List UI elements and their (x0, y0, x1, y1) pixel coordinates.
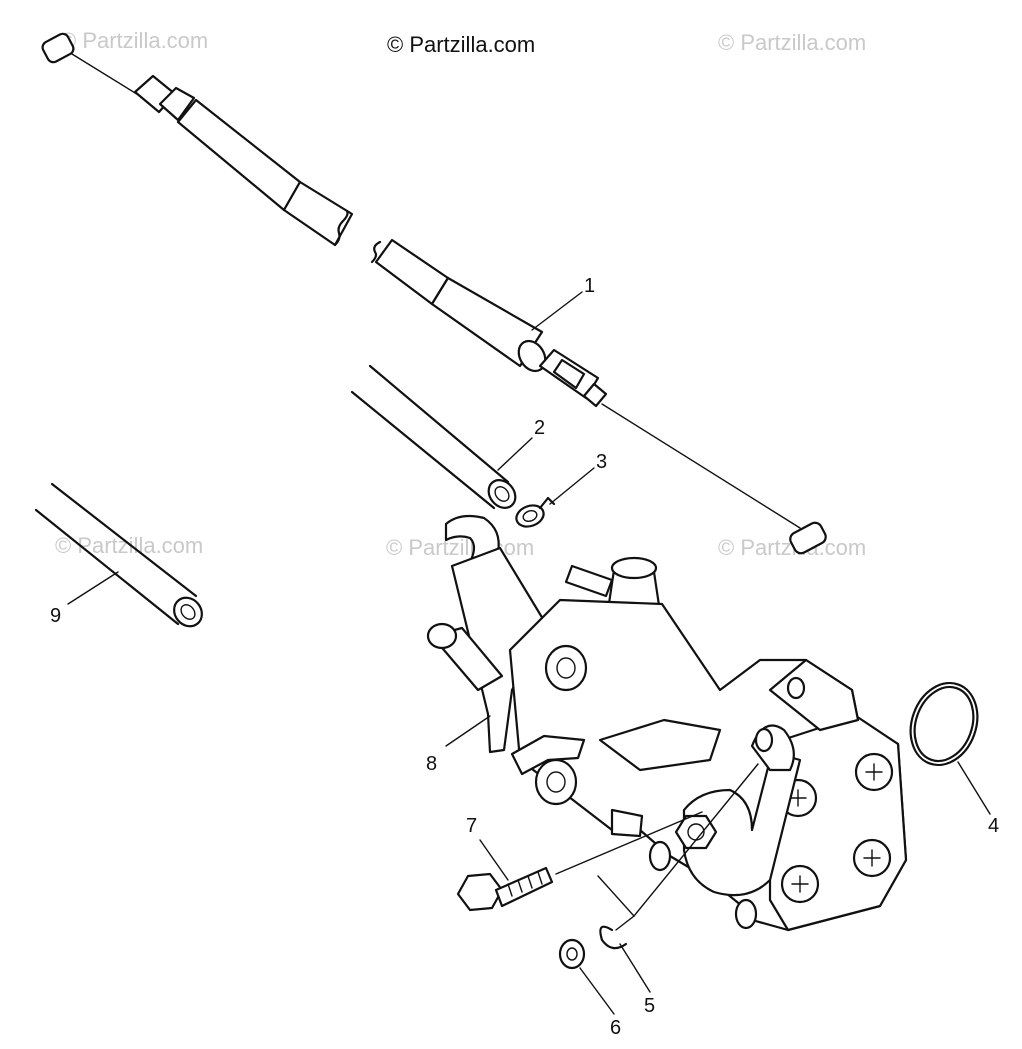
watermark-top-left: © Partzilla.com (60, 28, 208, 53)
flange-bolt-7 (456, 811, 703, 912)
oil-pump-body (426, 556, 908, 932)
callout-6: 6 (610, 1017, 621, 1039)
leader-lines (67, 291, 991, 1015)
hose-9 (34, 482, 203, 628)
washer-6 (558, 938, 586, 970)
cable-upper-segment (41, 32, 354, 247)
callout-7: 7 (466, 815, 477, 837)
hose-clamp-3 (515, 496, 556, 528)
callout-9: 9 (50, 605, 61, 627)
cable-lower-segment (370, 238, 827, 555)
callout-3: 3 (596, 451, 607, 473)
copyright-text: © Partzilla.com (387, 32, 535, 57)
callout-1: 1 (584, 275, 595, 297)
hose-2 (350, 364, 517, 510)
callout-8: 8 (426, 753, 437, 775)
watermark-top-right: © Partzilla.com (718, 30, 866, 55)
watermark-mid-left: © Partzilla.com (55, 533, 203, 558)
callout-4: 4 (988, 815, 999, 837)
o-ring-4 (909, 681, 979, 767)
watermark-mid-center: © Partzilla.com (386, 535, 534, 560)
callout-2: 2 (534, 417, 545, 439)
callout-5: 5 (644, 995, 655, 1017)
retaining-clip-5 (597, 763, 759, 950)
mounting-bracket-8 (444, 514, 548, 754)
